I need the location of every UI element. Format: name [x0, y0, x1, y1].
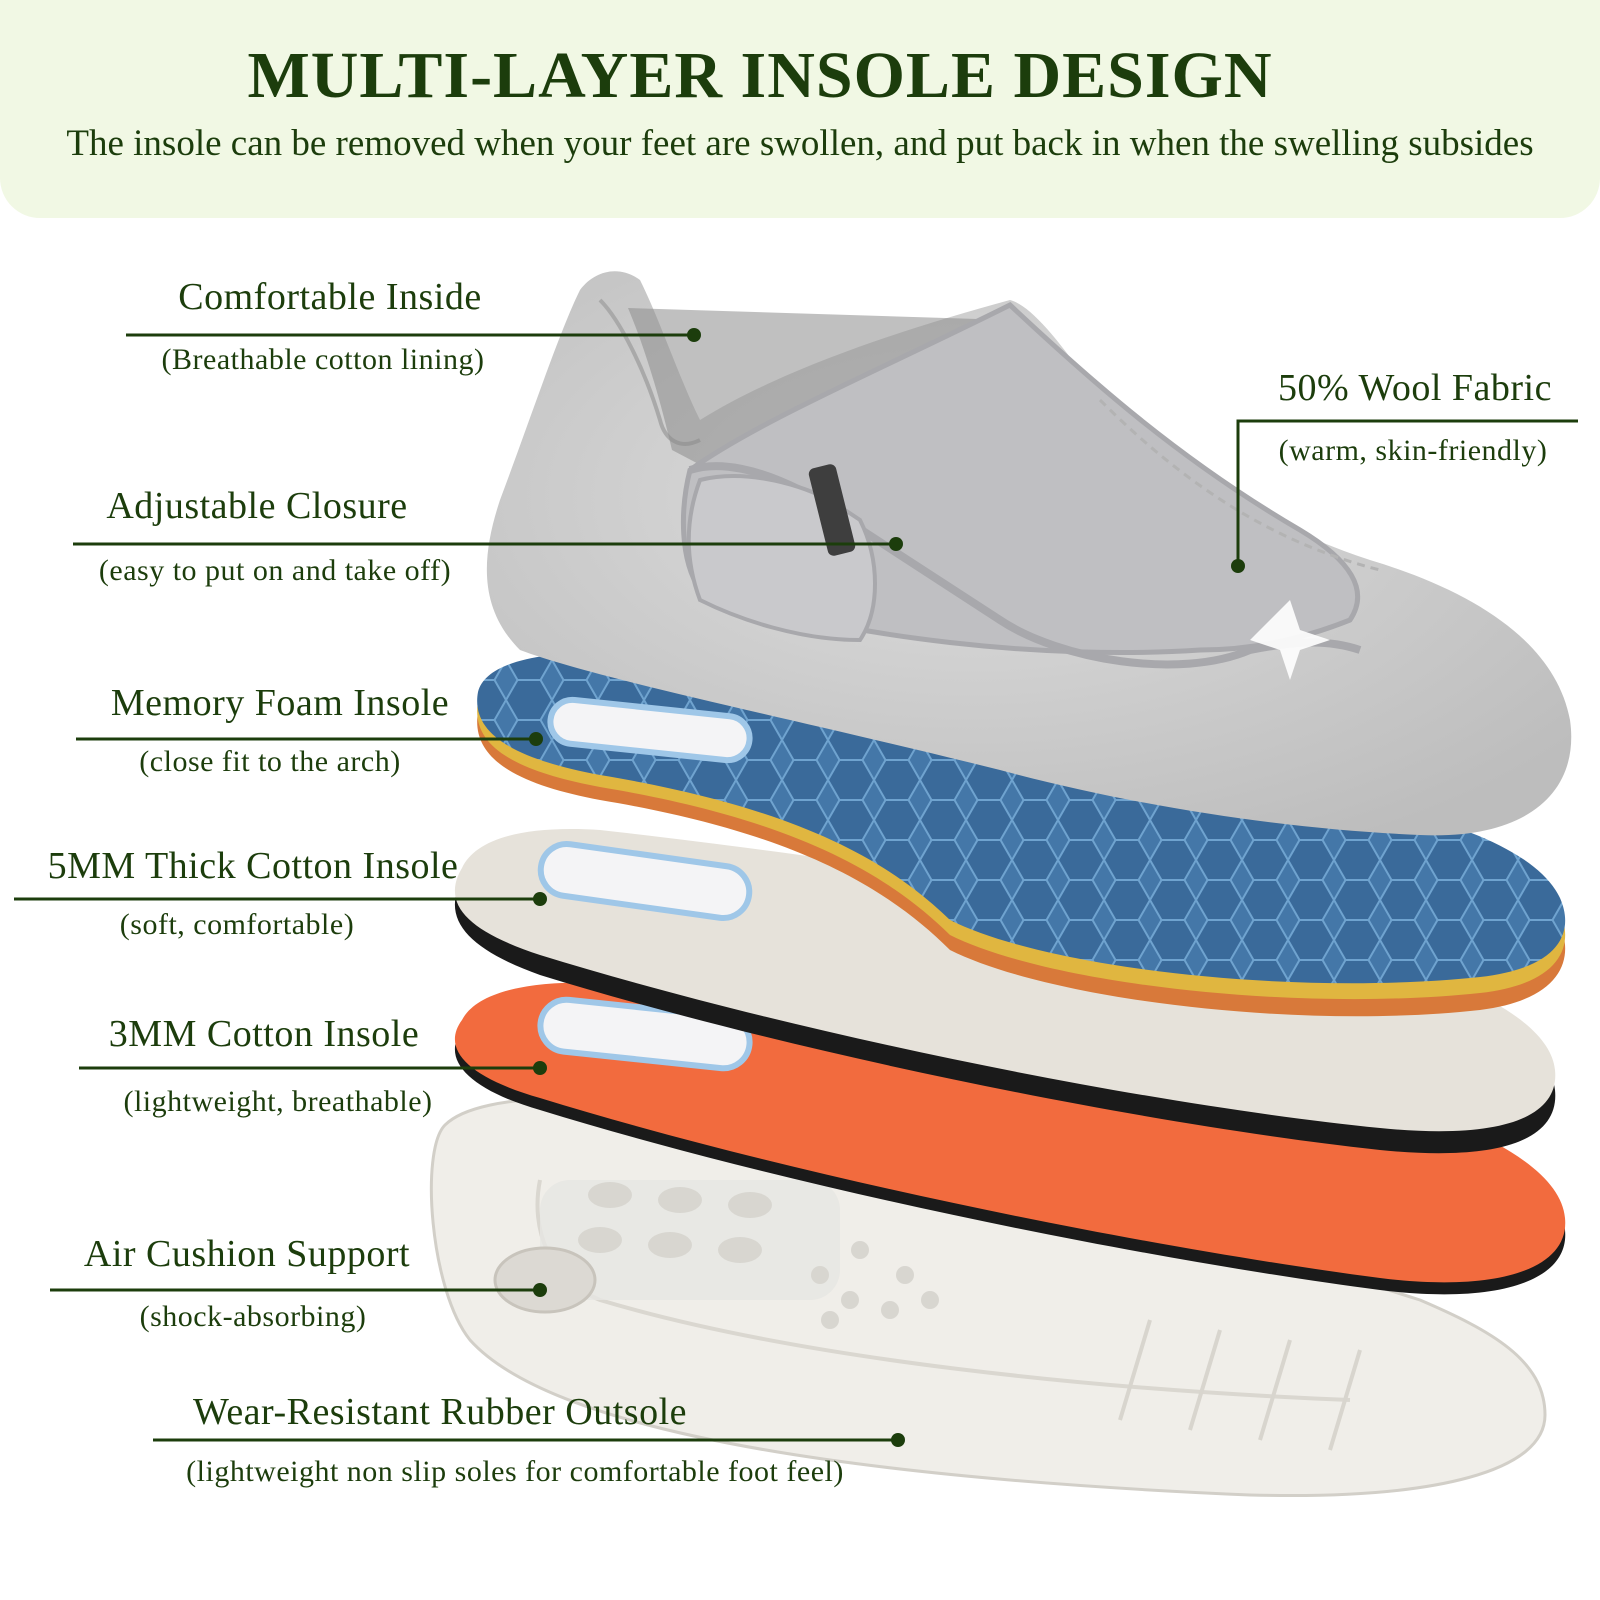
callout-title-rubber-outsole: Wear-Resistant Rubber Outsole: [192, 1391, 688, 1433]
cotton-3mm-insole: [454, 982, 1566, 1295]
header-banner: [0, 0, 1600, 218]
dot-wool-fabric: [1231, 559, 1245, 573]
callout-detail-comfortable-inside: (Breathable cotton lining): [161, 343, 485, 376]
dot-adjustable-closure: [889, 537, 903, 551]
callout-title-comfortable-inside: Comfortable Inside: [178, 276, 482, 318]
memory-foam-insole: [477, 652, 1566, 1017]
cotton-5mm-insole: [454, 829, 1556, 1154]
callout-detail-adjustable-closure: (easy to put on and take off): [98, 554, 452, 587]
callout-detail-cotton-5mm: (soft, comfortable): [119, 908, 355, 941]
callout-detail-air-cushion: (shock-absorbing): [139, 1300, 367, 1333]
callout-title-adjustable-closure: Adjustable Closure: [106, 485, 408, 527]
callout-detail-cotton-3mm: (lightweight, breathable): [123, 1085, 433, 1118]
callout-title-wool-fabric: 50% Wool Fabric: [1278, 367, 1552, 409]
dot-cotton-5mm: [533, 892, 547, 906]
callout-detail-memory-foam: (close fit to the arch): [139, 745, 401, 778]
callout-title-cotton-3mm: 3MM Cotton Insole: [108, 1013, 420, 1055]
dot-cotton-3mm: [533, 1061, 547, 1075]
dot-comfortable-inside: [687, 328, 701, 342]
dot-memory-foam: [529, 732, 543, 746]
leader-wool-fabric: [1236, 419, 1578, 566]
page-subtitle: The insole can be removed when your feet…: [66, 123, 1534, 164]
callout-title-memory-foam: Memory Foam Insole: [110, 682, 450, 724]
page-title: MULTI-LAYER INSOLE DESIGN: [247, 39, 1273, 112]
callout-detail-rubber-outsole: (lightweight non slip soles for comforta…: [186, 1455, 844, 1488]
wool-shoe-upper: [486, 271, 1572, 836]
callout-detail-wool-fabric: (warm, skin-friendly): [1278, 434, 1548, 467]
dot-air-cushion: [533, 1283, 547, 1297]
callout-title-cotton-5mm: 5MM Thick Cotton Insole: [47, 845, 459, 887]
callout-title-air-cushion: Air Cushion Support: [83, 1233, 411, 1275]
dot-rubber-outsole: [891, 1433, 905, 1447]
